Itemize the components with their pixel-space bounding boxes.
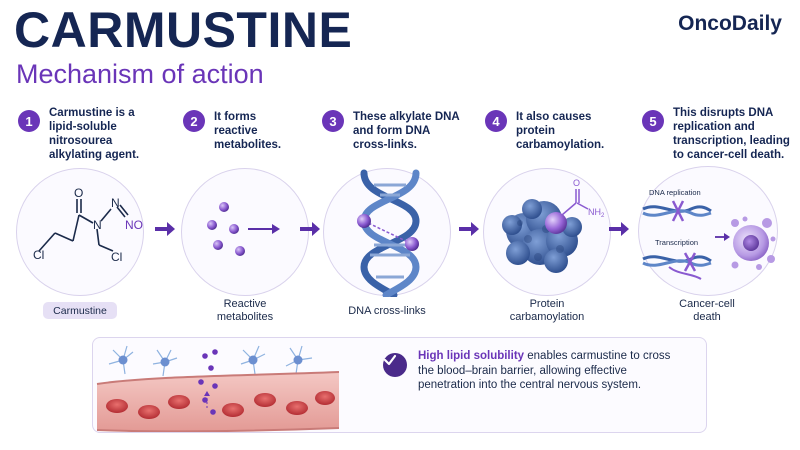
dna-crosslink-illustration [323,168,451,297]
nitrogen-label-2: N [111,196,120,210]
step-2-number: 2 [183,110,205,132]
transcription-label: Transcription [655,238,698,247]
nitroso-label: NO [125,218,143,232]
amine-label: NH2 [588,207,605,219]
protein-carbamoylation-illustration: O NH2 [483,168,611,296]
step-3-number: 3 [322,110,344,132]
arrow-right-icon [459,222,479,236]
nitrogen-label-1: N [93,218,102,232]
blood-brain-barrier-illustration [96,345,340,432]
bbb-text: enables carmustine to cross the blood–br… [418,350,671,391]
page-title: CARMUSTINE [14,2,353,58]
chlorine-label-1: Cl [33,248,44,262]
arrow-right-icon [300,222,320,236]
carbonyl-oxygen-label: O [573,178,580,188]
checkmark-icon [383,353,407,377]
cancer-cell-death-illustration: DNA replication Transcription [638,166,778,296]
blood-brain-barrier-panel: High lipid solubility enables carmustine… [92,337,707,433]
arrow-right-icon [155,222,175,236]
oxygen-label: O [74,186,83,200]
bbb-description: High lipid solubility enables carmustine… [418,349,683,393]
arrow-right-icon [609,222,629,236]
carmustine-label: Carmustine [43,302,117,319]
dna-replication-label: DNA replication [649,188,701,197]
step-1-number: 1 [18,110,40,132]
dna-crosslinks-caption: DNA cross-links [348,305,426,317]
chlorine-label-2: Cl [111,250,122,264]
reactive-metabolites-illustration [181,168,309,296]
page-subtitle: Mechanism of action [16,59,264,89]
step-4-number: 4 [485,110,507,132]
step-5-number: 5 [642,110,664,132]
brand-logo: OncoDaily [678,12,782,35]
bbb-emphasis: High lipid solubility [418,350,525,362]
carmustine-structure-illustration: Cl O N N NO Cl [16,168,144,296]
